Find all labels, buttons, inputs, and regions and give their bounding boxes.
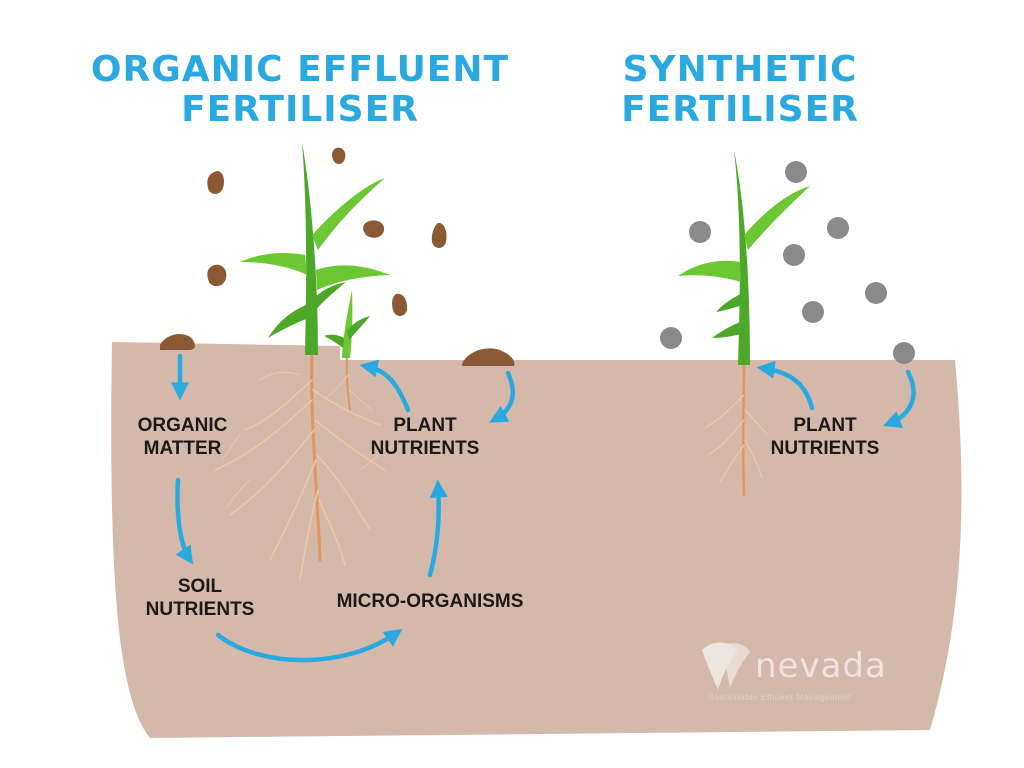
pellet — [783, 244, 805, 266]
plant-nutrients-label-organic: PLANT NUTRIENTS — [355, 414, 495, 460]
arrow-pellet-to-plant-nutrients — [882, 369, 916, 428]
pellet — [802, 301, 824, 323]
effluent-chunk — [392, 293, 408, 316]
organic-cycle-arrows — [171, 353, 515, 663]
effluent-chunk — [431, 222, 447, 248]
soil-nutrients-line-2: NUTRIENTS — [145, 599, 255, 620]
effluent-pile — [160, 333, 195, 350]
organic-plant-leaf — [240, 252, 307, 275]
plant-nutrients-label-synthetic: PLANT NUTRIENTS — [755, 414, 895, 460]
effluent-chunk — [363, 220, 385, 238]
arrow-plant-nutrients-to-roots — [359, 359, 411, 413]
organic-plant-leaf — [312, 178, 385, 250]
nevada-logo: nevada Sustainable Effluent Management — [700, 640, 886, 710]
organic-plant-leaf — [312, 282, 346, 312]
nevada-logo-mark — [702, 642, 750, 690]
organic-plant-leaf — [347, 316, 370, 340]
synthetic-plant-stem — [734, 150, 750, 365]
organic-matter-label: ORGANIC MATTER — [115, 414, 250, 460]
plant-nutrients-synthetic-line-1: PLANT — [793, 415, 857, 436]
plant-nutrients-synthetic-line-2: NUTRIENTS — [770, 438, 880, 459]
synthetic-fertiliser-title: SYNTHETIC FERTILISER — [610, 50, 870, 130]
synthetic-plant-leaf — [716, 292, 748, 312]
plant-nutrients-organic-line-1: PLANT — [393, 415, 457, 436]
effluent-chunk — [207, 264, 227, 287]
arrow-soil-to-micro — [215, 628, 403, 663]
organic-title-line-2: FERTILISER — [181, 89, 419, 130]
soil-nutrients-label: SOIL NUTRIENTS — [120, 575, 280, 621]
organic-plant-roots — [214, 350, 393, 581]
arrow-micro-to-plant-nutrients — [427, 479, 448, 578]
pellet — [660, 327, 682, 349]
organic-plant — [240, 142, 390, 358]
effluent-pile — [462, 348, 515, 366]
synthetic-plant-roots — [704, 360, 769, 497]
plant-nutrients-organic-line-2: NUTRIENTS — [370, 438, 480, 459]
organic-plant-leaf — [324, 334, 344, 348]
synthetic-plant — [678, 150, 810, 365]
pellet — [827, 217, 849, 239]
arrow-plant-nutrients-to-roots-synthetic — [756, 360, 815, 411]
logo-wordmark: nevada — [755, 646, 887, 686]
pellet — [865, 282, 887, 304]
pellet — [689, 221, 711, 243]
synthetic-arrows — [756, 360, 916, 428]
effluent-pieces — [160, 147, 515, 366]
micro-organisms-label: MICRO-ORGANISMS — [336, 591, 524, 612]
soil-body — [111, 342, 962, 738]
pellet — [785, 161, 807, 183]
synthetic-title-line-2: FERTILISER — [621, 89, 859, 130]
arrow-effluent-to-plant-nutrients — [489, 370, 515, 423]
arrow-organic-matter-to-soil — [175, 477, 193, 565]
synthetic-title-line-1: SYNTHETIC — [622, 49, 858, 90]
effluent-chunk — [207, 171, 224, 194]
organic-plant-leaf — [316, 265, 390, 290]
synthetic-plant-leaf — [678, 260, 741, 282]
pellet — [893, 342, 915, 364]
organic-title-line-1: ORGANIC EFFLUENT — [90, 49, 510, 90]
organic-plant-stem — [302, 142, 318, 355]
organic-plant-leaf — [268, 305, 309, 338]
synthetic-plant-leaf — [712, 322, 742, 338]
soil-nutrients-line-1: SOIL — [177, 576, 223, 597]
logo-tagline: Sustainable Effluent Management — [708, 692, 851, 702]
organic-matter-line-1: ORGANIC — [137, 415, 228, 436]
organic-plant-leaf — [342, 290, 353, 358]
organic-matter-line-2: MATTER — [143, 438, 222, 459]
organic-fertiliser-title: ORGANIC EFFLUENT FERTILISER — [90, 50, 510, 130]
synthetic-plant-leaf — [744, 186, 810, 250]
synthetic-pellets — [660, 161, 915, 364]
effluent-chunk — [332, 147, 346, 164]
